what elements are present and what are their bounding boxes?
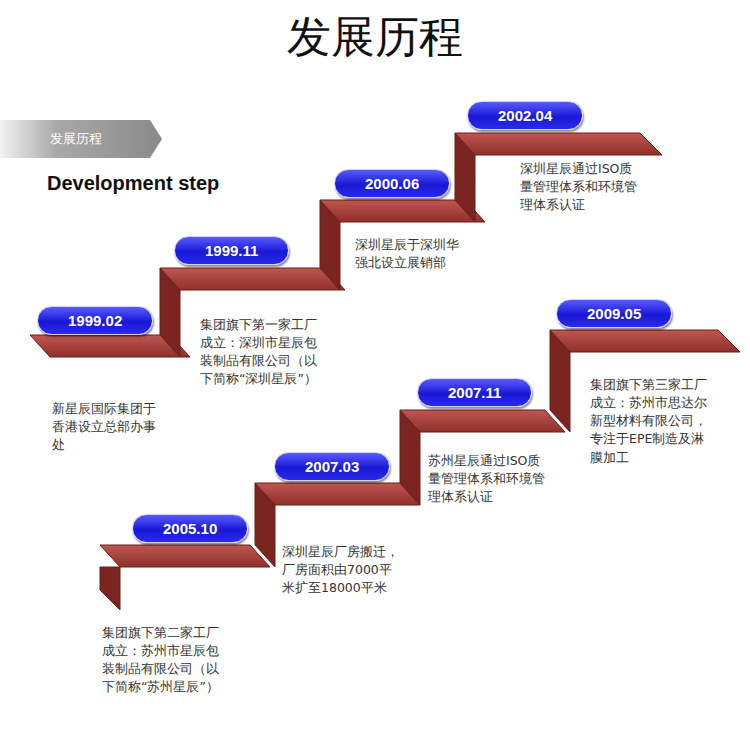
milestone-pill: 2009.05集团旗下第三家工厂成立：苏州市思达尔新型材料有限公司，专注于EPE… xyxy=(556,299,673,328)
banner-text: 发展历程 xyxy=(0,120,162,158)
step-tread xyxy=(160,268,345,290)
milestone-pill: 2002.04深圳星辰通过ISO质量管理体系和环境管理体系认证 xyxy=(467,101,584,130)
step-tread xyxy=(400,410,565,432)
date-label: 2002.04 xyxy=(467,101,583,130)
step-tread xyxy=(100,545,270,567)
lower-steps xyxy=(100,330,740,610)
banner-shape xyxy=(0,120,162,158)
section-subtitle: Development step xyxy=(47,172,219,195)
date-label: 2007.11 xyxy=(417,378,532,407)
step-tread xyxy=(255,483,420,505)
milestone-description: 深圳星辰通过ISO质量管理体系和环境管理体系认证 xyxy=(520,160,642,214)
section-banner: 发展历程 xyxy=(0,120,162,158)
date-label: 1999.02 xyxy=(37,306,153,335)
milestone-pill: 1999.02新星辰国际集团于香港设立总部办事处 xyxy=(37,306,154,335)
milestone-description: 深圳星辰于深圳华强北设立展销部 xyxy=(355,236,463,272)
milestone-description: 集团旗下第三家工厂成立：苏州市思达尔新型材料有限公司，专注于EPE制造及淋膜加工 xyxy=(590,376,712,467)
milestone-description: 集团旗下第一家工厂成立：深圳市星辰包装制品有限公司（以下简称“深圳星辰”） xyxy=(200,316,318,389)
date-label: 2007.03 xyxy=(274,452,390,481)
milestone-pill: 2007.03深圳星辰厂房搬迁，厂房面积由7000平米扩至18000平米 xyxy=(274,452,391,481)
page-title: 发展历程 xyxy=(0,8,750,67)
step-tread xyxy=(455,133,662,155)
milestone-pill: 1999.11集团旗下第一家工厂成立：深圳市星辰包装制品有限公司（以下简称“深圳… xyxy=(174,236,290,265)
date-label: 1999.11 xyxy=(174,236,289,265)
milestone-description: 集团旗下第二家工厂成立：苏州市星辰包装制品有限公司（以下简称“苏州星辰”） xyxy=(102,624,226,697)
milestone-pill: 2007.11苏州星辰通过ISO质量管理体系和环境管理体系认证 xyxy=(417,378,533,407)
milestone-pill: 2005.10集团旗下第二家工厂成立：苏州市星辰包装制品有限公司（以下简称“苏州… xyxy=(132,514,249,543)
date-label: 2009.05 xyxy=(556,299,672,328)
date-label: 2005.10 xyxy=(132,514,248,543)
milestone-pill: 2000.06深圳星辰于深圳华强北设立展销部 xyxy=(334,169,451,198)
step-tread xyxy=(550,330,740,352)
step-riser xyxy=(100,567,120,610)
milestone-description: 深圳星辰厂房搬迁，厂房面积由7000平米扩至18000平米 xyxy=(282,543,400,597)
milestone-description: 苏州星辰通过ISO质量管理体系和环境管理体系认证 xyxy=(428,452,550,506)
milestone-description: 新星辰国际集团于香港设立总部办事处 xyxy=(52,400,164,454)
date-label: 2000.06 xyxy=(334,169,450,198)
